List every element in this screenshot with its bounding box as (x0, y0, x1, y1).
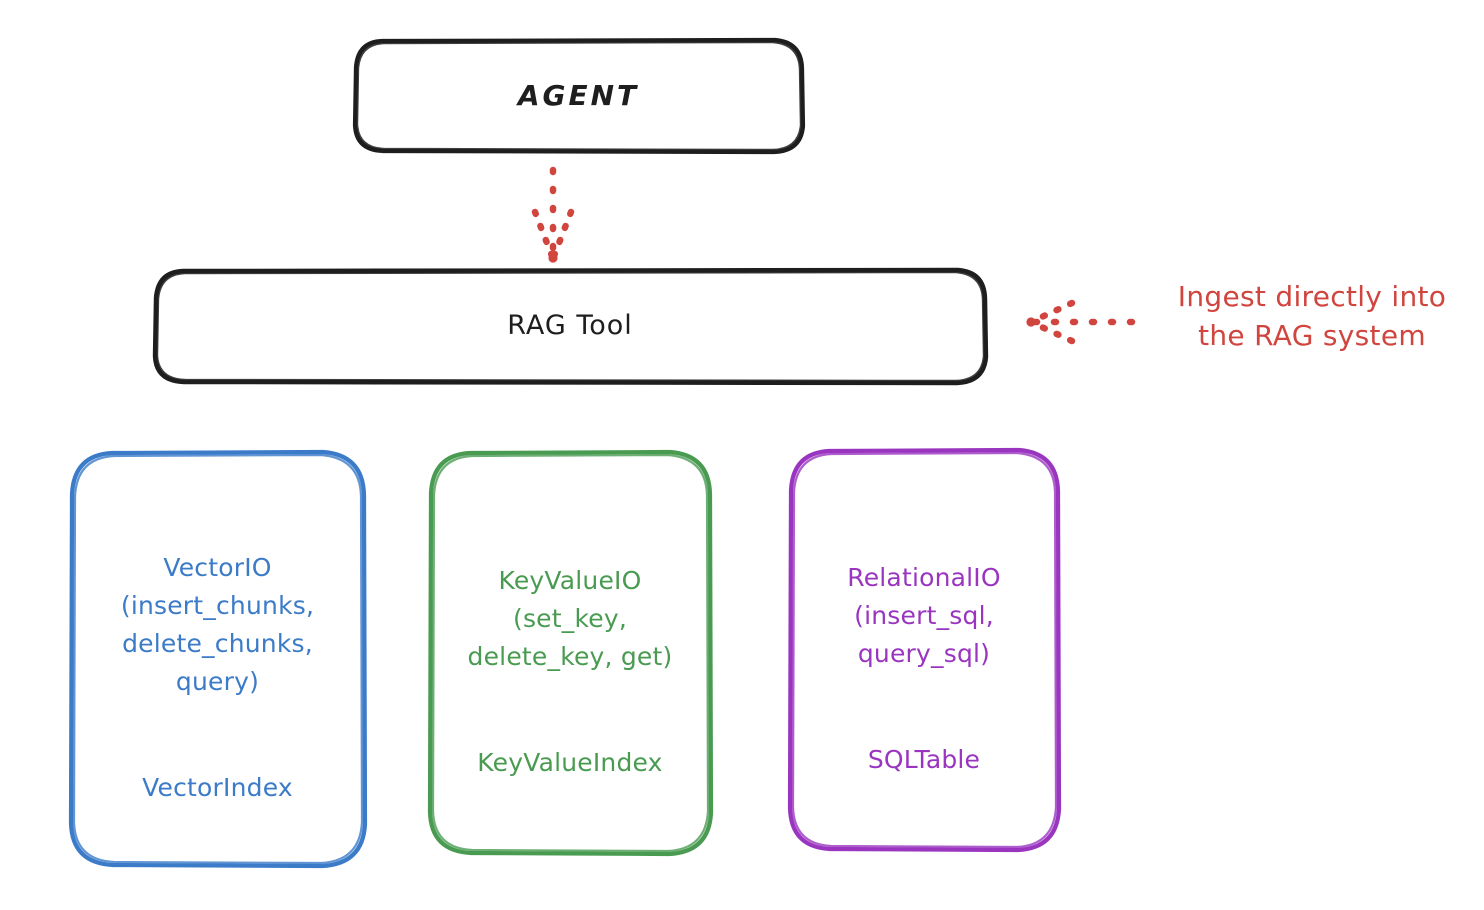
agent-box-outline (352, 37, 806, 155)
rag-tool-box-outline (152, 267, 989, 386)
relational-io-index-label: SQLTable (867, 745, 981, 774)
key-value-io-api-label: KeyValueIO (set_key, delete_key, get) (467, 566, 673, 671)
agent-to-rag-arrow (531, 166, 575, 263)
ingest-to-rag-arrow (1026, 299, 1136, 345)
relational-io-text-spacer (847, 673, 1001, 703)
key-value-io-text: KeyValueIO (set_key, delete_key, get) Ke… (468, 524, 673, 782)
relational-io-box[interactable]: RelationalIO (insert_sql, query_sql) SQL… (787, 447, 1062, 853)
vector-io-box[interactable]: VectorIO (insert_chunks, delete_chunks, … (68, 449, 368, 869)
ingest-annotation-label: Ingest directly into the RAG system (1177, 280, 1447, 352)
key-value-io-box[interactable]: KeyValueIO (set_key, delete_key, get) Ke… (427, 449, 714, 857)
key-value-io-index-label: KeyValueIndex (477, 748, 663, 777)
vector-io-index-label: VectorIndex (142, 773, 293, 802)
key-value-io-box-outline (427, 449, 714, 857)
relational-io-api-label: RelationalIO (insert_sql, query_sql) (847, 563, 1001, 668)
relational-io-text: RelationalIO (insert_sql, query_sql) SQL… (847, 521, 1001, 779)
vector-io-api-label: VectorIO (insert_chunks, delete_chunks, … (120, 553, 315, 696)
rag-tool-label: RAG Tool (507, 310, 633, 342)
vector-io-text-spacer (121, 701, 314, 731)
agent-box[interactable]: AGENT (352, 37, 806, 155)
key-value-io-text-spacer (468, 676, 673, 706)
vector-io-text: VectorIO (insert_chunks, delete_chunks, … (121, 511, 314, 807)
vector-io-box-outline (68, 449, 368, 869)
rag-tool-box[interactable]: RAG Tool (152, 267, 989, 386)
agent-label: AGENT (517, 79, 640, 113)
relational-io-box-outline (787, 447, 1062, 853)
